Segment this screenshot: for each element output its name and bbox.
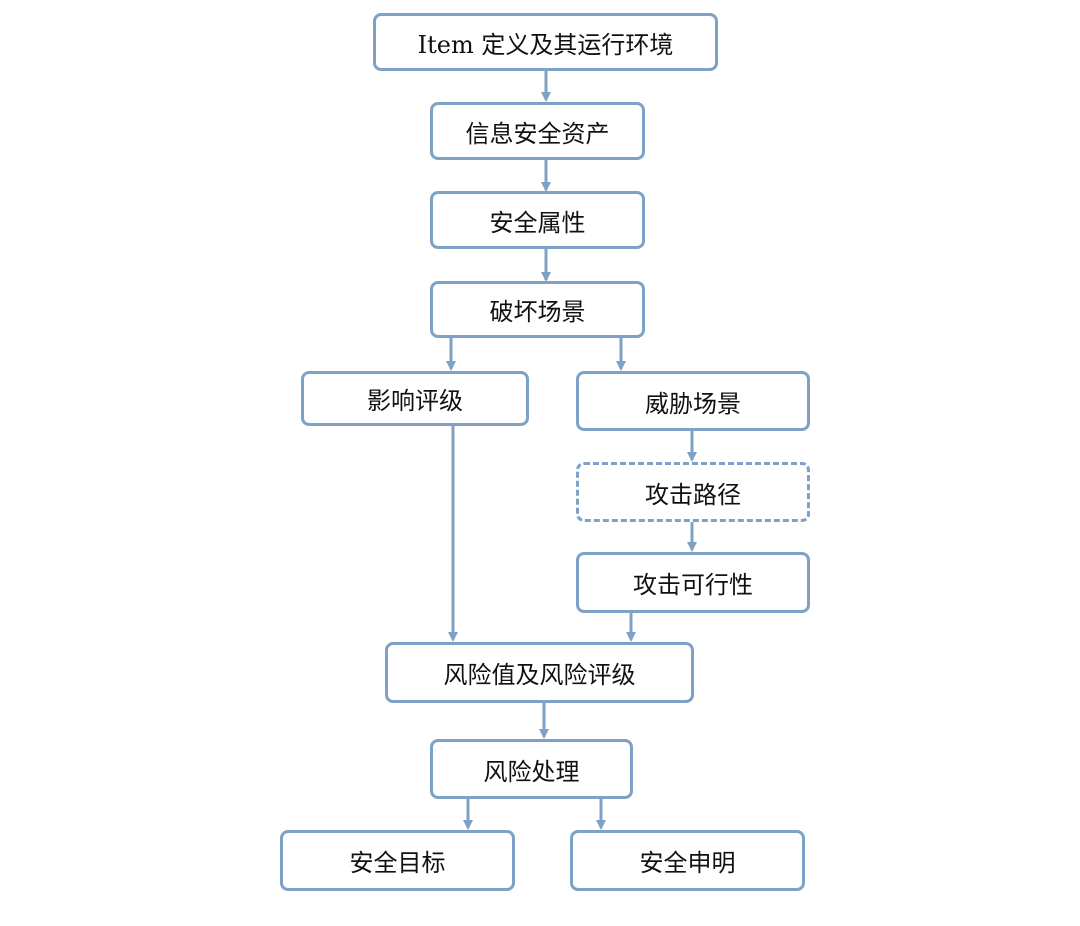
node-attack-feasibility: 攻击可行性 — [576, 552, 810, 613]
node-label: 信息安全资产 — [465, 119, 610, 148]
node-label: 安全目标 — [349, 849, 446, 877]
node-label: 影响评级 — [367, 387, 463, 415]
node-label: 攻击可行性 — [633, 571, 753, 599]
node-impact-rating: 影响评级 — [301, 371, 529, 426]
node-item-definition: Item 定义及其运行环境 — [373, 13, 718, 71]
node-label: 威胁场景 — [645, 389, 741, 418]
node-security-attribute: 安全属性 — [430, 191, 645, 249]
node-security-claim: 安全申明 — [570, 830, 805, 891]
node-label: Item 定义及其运行环境 — [417, 30, 674, 59]
node-risk-treatment: 风险处理 — [430, 739, 633, 799]
node-label: 破坏场景 — [489, 298, 586, 326]
node-damage-scenario: 破坏场景 — [430, 281, 645, 338]
node-attack-path: 攻击路径 — [576, 462, 810, 522]
node-info-security-asset: 信息安全资产 — [430, 102, 645, 160]
node-security-goal: 安全目标 — [280, 830, 515, 891]
node-label: 风险处理 — [483, 757, 580, 786]
node-label: 攻击路径 — [645, 480, 741, 509]
node-label: 风险值及风险评级 — [443, 661, 636, 689]
node-label: 安全属性 — [489, 208, 586, 237]
node-risk-value-rating: 风险值及风险评级 — [385, 642, 694, 703]
node-label: 安全申明 — [639, 849, 736, 877]
node-threat-scenario: 威胁场景 — [576, 371, 810, 431]
